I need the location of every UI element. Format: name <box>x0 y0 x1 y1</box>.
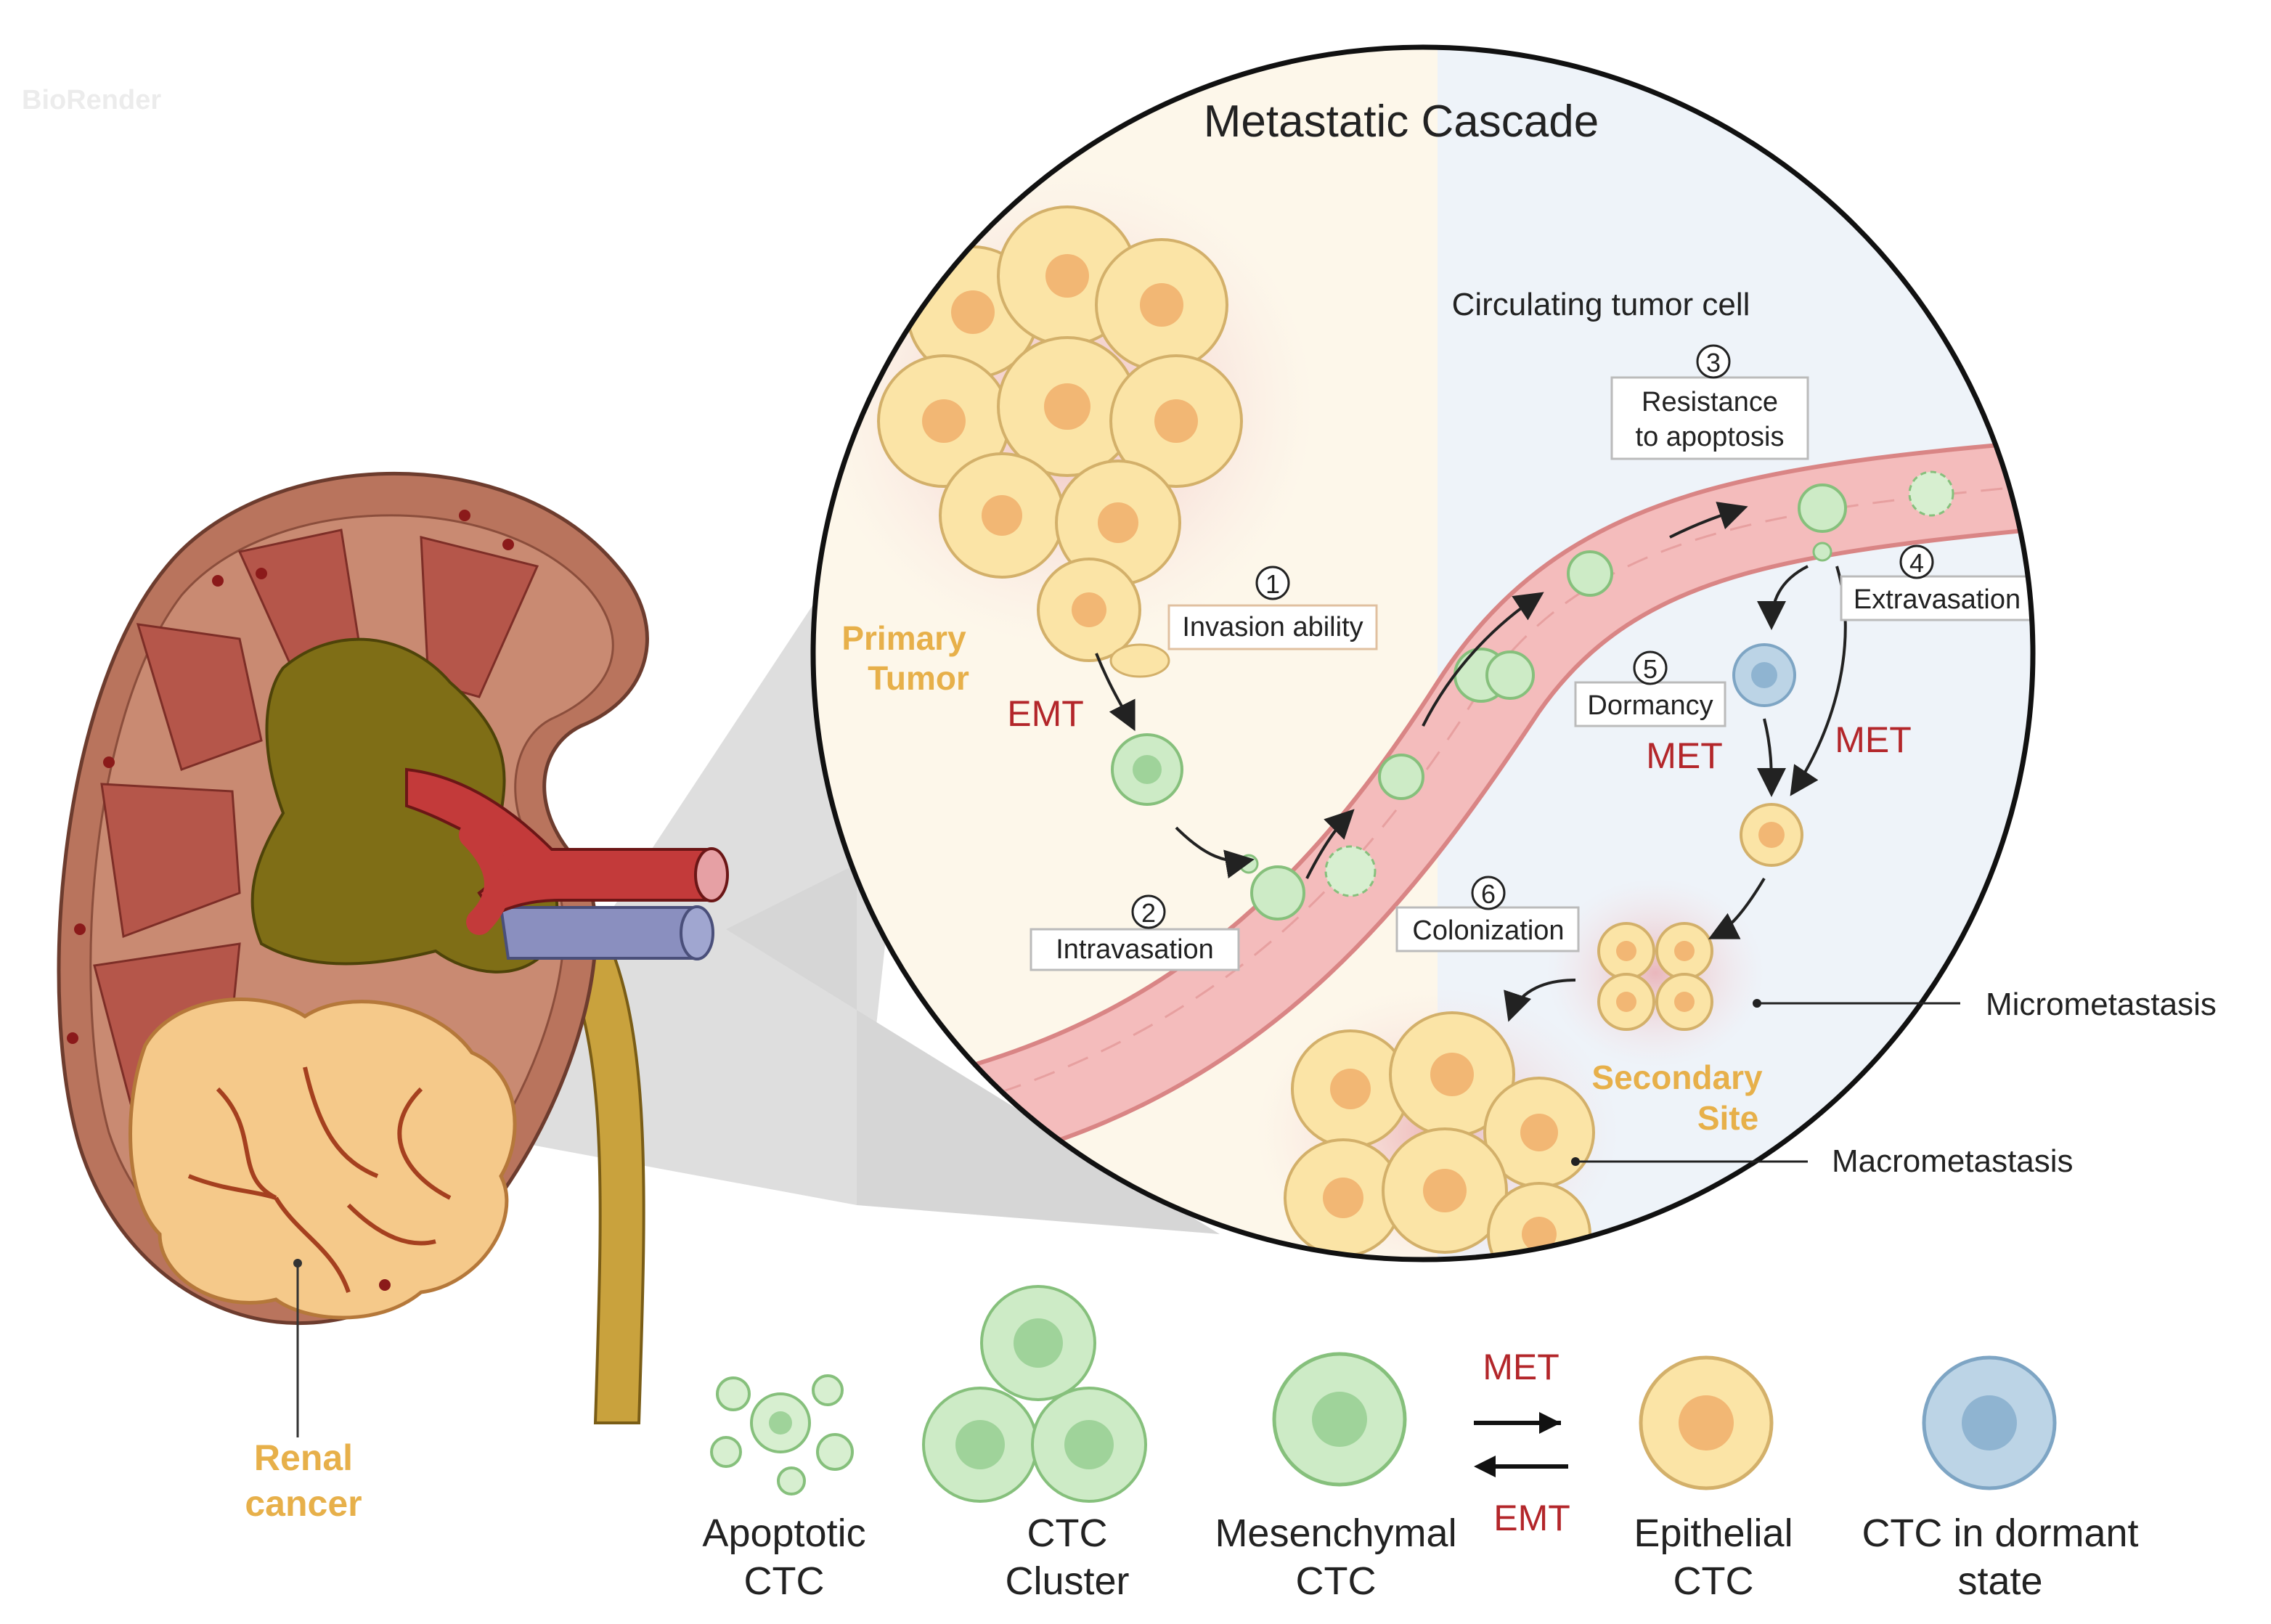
zoom-circle-border <box>810 44 2036 1262</box>
step-4-label: Extravasation <box>1854 584 2021 615</box>
legend-item-1-line2: CTC <box>744 1559 825 1603</box>
legend-item-1-line1: Apoptotic <box>702 1511 865 1555</box>
step-6: 6 Colonization <box>1412 876 1565 946</box>
step-6-box <box>1395 906 1580 952</box>
renal-cancer-label-line2: cancer <box>245 1483 362 1524</box>
legend-apoptotic-ctc-icon <box>710 1374 854 1496</box>
emt-label: EMT <box>1007 693 1084 734</box>
renal-pyramid <box>420 536 539 698</box>
step-3-number: 3 <box>1706 348 1721 378</box>
step-2-number: 2 <box>1141 898 1156 928</box>
renal-vein <box>499 906 698 960</box>
step-1-box <box>1167 604 1378 650</box>
step-1: 1 Invasion ability <box>1182 566 1363 642</box>
step-3: 3 Resistance to apoptosis <box>1636 344 1785 452</box>
step-1-label: Invasion ability <box>1182 612 1363 642</box>
met-label-right: MET <box>1835 719 1912 760</box>
legend-item-5-line1: CTC in dormant <box>1862 1511 2138 1555</box>
primary-tumor-label-1: Primary <box>841 619 966 657</box>
renal-tumor <box>129 997 517 1320</box>
legend-ctc-cluster-icon <box>922 1285 1147 1503</box>
legend <box>710 1285 2057 1503</box>
legend-item-4-line1: Epithelial <box>1634 1511 1793 1555</box>
step-1-number: 1 <box>1265 569 1280 599</box>
circulating-tumor-cell-label: Circulating tumor cell <box>1452 287 1750 322</box>
ctc-cells <box>1111 470 1954 921</box>
watermark-logo: BioRender <box>22 85 161 115</box>
legend-item-3-line1: Mesenchymal <box>1215 1511 1456 1555</box>
legend-epithelial-ctc-icon <box>1639 1355 1774 1490</box>
micrometastasis-cluster <box>1597 922 1713 1031</box>
renal-pelvis <box>250 637 559 974</box>
step-3-label-1: Resistance <box>1642 387 1778 417</box>
met-label-left: MET <box>1646 735 1723 776</box>
step-3-label-2: to apoptosis <box>1636 422 1785 452</box>
legend-emt-label: EMT <box>1493 1498 1570 1538</box>
step-5: 5 Dormancy <box>1587 650 1713 721</box>
legend-mesenchymal-ctc-icon <box>1272 1352 1407 1487</box>
ureter <box>550 913 645 1424</box>
legend-item-2-line1: CTC <box>1027 1511 1108 1555</box>
zoom-circle <box>810 44 2036 1262</box>
step-5-label: Dormancy <box>1587 690 1713 721</box>
step-2-label: Intravasation <box>1056 934 1214 965</box>
step-2-box <box>1030 928 1240 971</box>
legend-met-label: MET <box>1483 1347 1559 1387</box>
legend-item-2-line2: Cluster <box>1005 1559 1129 1603</box>
primary-tumor-cells <box>877 205 1243 678</box>
step-4-number: 4 <box>1909 548 1924 578</box>
secondary-site-label-1: Secondary <box>1591 1058 1763 1096</box>
step-6-number: 6 <box>1481 879 1496 909</box>
renal-pyramid <box>136 623 263 771</box>
step-5-number: 5 <box>1643 654 1658 684</box>
legend-item-5-line2: state <box>1957 1559 2042 1603</box>
macrometastasis-cluster <box>1284 1011 1595 1260</box>
macrometastasis-label: Macrometastasis <box>1832 1143 2074 1179</box>
step-4: 4 Extravasation <box>1854 544 2021 615</box>
renal-pyramid <box>100 783 241 939</box>
blood-vessels-dots <box>67 510 514 1291</box>
step-3-box <box>1610 376 1809 460</box>
step-2: 2 Intravasation <box>1056 894 1214 965</box>
renal-cancer-label-line1: Renal <box>254 1437 353 1478</box>
diagram-title: Metastatic Cascade <box>1204 97 1599 147</box>
primary-tumor-label-2: Tumor <box>868 659 969 697</box>
kidney-illustration <box>57 472 729 1437</box>
step-4-box <box>1840 575 2033 621</box>
legend-dormant-ctc-icon <box>1922 1355 2057 1490</box>
step-5-box <box>1574 681 1726 727</box>
step-6-label: Colonization <box>1412 915 1564 946</box>
micrometastasis-label: Micrometastasis <box>1986 987 2217 1022</box>
legend-item-3-line2: CTC <box>1296 1559 1377 1603</box>
legend-item-4-line2: CTC <box>1673 1559 1754 1603</box>
secondary-site-label-2: Site <box>1697 1099 1758 1137</box>
